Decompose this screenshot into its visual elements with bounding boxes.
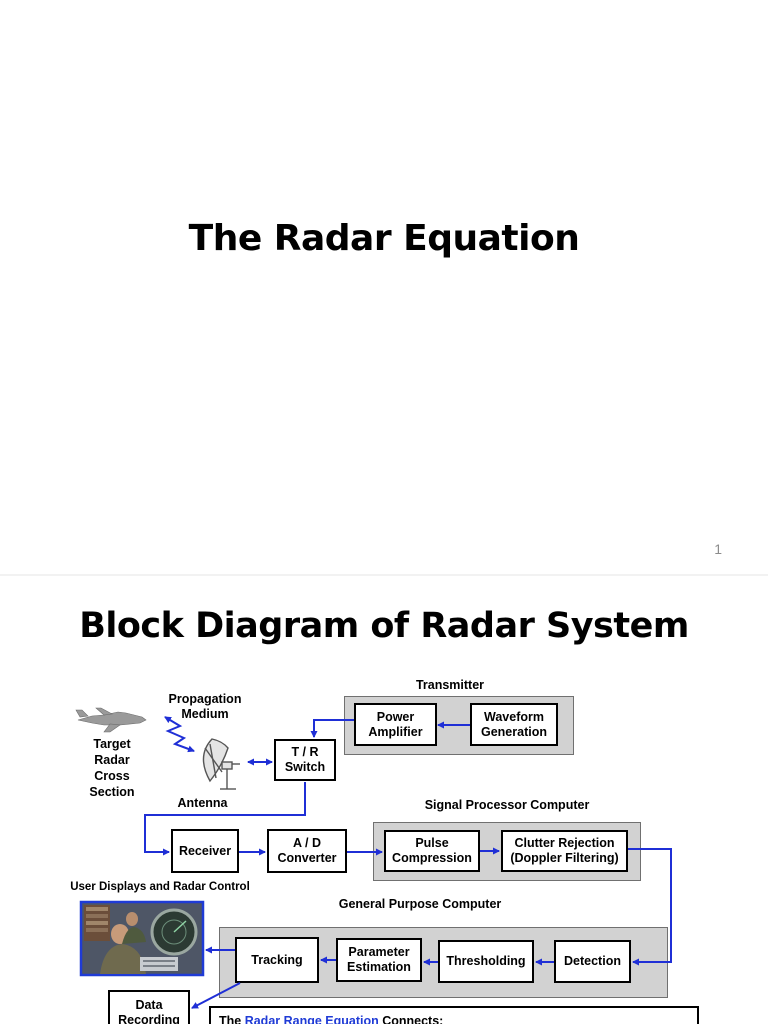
target-label: Target Radar Cross Section — [89, 737, 135, 799]
pulse-compression-block: Pulse Compression — [384, 830, 480, 872]
receiver-block: Receiver — [171, 829, 239, 873]
transmitter-label: Transmitter — [415, 678, 485, 692]
equation-suffix: Connects: — [378, 1014, 444, 1024]
signal-processor-label: Signal Processor Computer — [424, 798, 590, 812]
tracking-block: Tracking — [235, 937, 319, 983]
detection-block: Detection — [554, 940, 631, 983]
antenna-label: Antenna — [177, 796, 228, 810]
slide-title: Block Diagram of Radar System — [79, 606, 689, 646]
data-recording-block: Data Recording — [108, 990, 190, 1024]
slide-title: The Radar Equation — [188, 218, 580, 259]
power-amplifier-block: Power Amplifier — [354, 703, 437, 746]
tr-switch-block: T / R Switch — [274, 739, 336, 781]
general-purpose-label: General Purpose Computer — [338, 897, 502, 911]
lightning-wave-icon — [164, 716, 195, 753]
user-displays-label: User Displays and Radar Control — [70, 881, 250, 893]
parameter-estimation-block: Parameter Estimation — [336, 938, 422, 982]
operator-console-photo — [79, 900, 205, 977]
clutter-rejection-block: Clutter Rejection (Doppler Filtering) — [501, 830, 628, 872]
diagram-overlay — [75, 707, 672, 1009]
fighter-jet-icon — [75, 707, 147, 733]
ad-converter-block: A / D Converter — [267, 829, 347, 873]
dish-antenna-icon — [202, 738, 240, 790]
equation-emphasis: Radar Range Equation — [244, 1014, 379, 1024]
slide-1: The Radar Equation 1 — [188, 218, 722, 557]
propagation-medium-label: Propagation Medium — [168, 692, 242, 721]
equation-box: The Radar Range Equation Connects: — [209, 1006, 699, 1024]
slide-separator — [0, 574, 768, 576]
equation-prefix: The — [219, 1014, 245, 1024]
page-number: 1 — [714, 541, 722, 557]
waveform-generation-block: Waveform Generation — [470, 703, 558, 746]
slide-2: Block Diagram of Radar System Transmitte… — [0, 576, 768, 1024]
thresholding-block: Thresholding — [438, 940, 534, 983]
